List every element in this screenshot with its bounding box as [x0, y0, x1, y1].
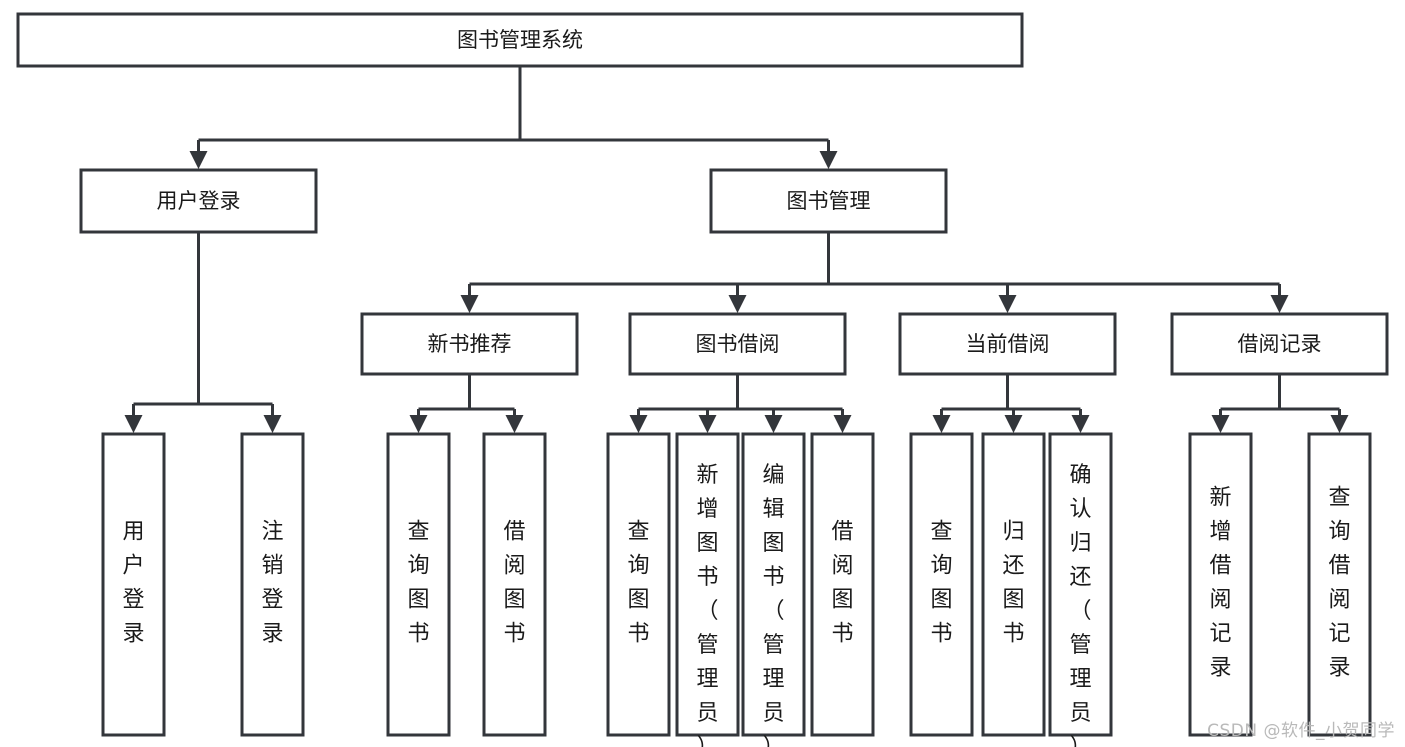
node-leaf-user-login[interactable]: 用户登录 [101, 432, 166, 737]
node-leaf-add-book[interactable]: 新增图书（管理员） [675, 432, 740, 747]
node-label: 归还图书 [1002, 520, 1024, 647]
node-label: 新增图书（管理员） [696, 463, 718, 747]
node-label: 查询图书 [627, 520, 649, 647]
node-layer: 图书管理系统用户登录图书管理新书推荐图书借阅当前借阅借阅记录用户登录注销登录查询… [16, 12, 1389, 747]
node-label: 图书借阅 [696, 332, 780, 356]
node-leaf-query-record[interactable]: 查询借阅记录 [1307, 432, 1372, 737]
connector-group-book-borrow [629, 374, 852, 433]
node-book-manage[interactable]: 图书管理 [709, 168, 948, 234]
node-leaf-query-book-1[interactable]: 查询图书 [386, 432, 451, 737]
node-label: 用户登录 [157, 189, 241, 213]
connector-group-user-login [124, 232, 282, 433]
node-user-login[interactable]: 用户登录 [79, 168, 318, 234]
connector-group-book-manage [460, 232, 1289, 313]
node-leaf-return-book[interactable]: 归还图书 [981, 432, 1046, 737]
node-leaf-confirm-return[interactable]: 确认归还（管理员） [1048, 432, 1113, 747]
node-leaf-logout[interactable]: 注销登录 [240, 432, 305, 737]
node-label: 借阅图书 [503, 520, 525, 647]
node-label: 查询借阅记录 [1328, 486, 1350, 681]
node-book-borrow[interactable]: 图书借阅 [628, 312, 847, 376]
connector-group-borrow-record [1211, 374, 1349, 433]
node-leaf-borrow-book-1[interactable]: 借阅图书 [482, 432, 547, 737]
connector-layer [124, 66, 1349, 433]
node-leaf-query-book-3[interactable]: 查询图书 [909, 432, 974, 737]
node-label: 编辑图书（管理员） [762, 463, 784, 747]
node-label: 图书管理系统 [457, 28, 583, 52]
node-label: 查询图书 [407, 520, 429, 647]
node-current-borrow[interactable]: 当前借阅 [898, 312, 1117, 376]
node-label: 确认归还（管理员） [1069, 463, 1091, 747]
connector-group-current-borrow [932, 374, 1090, 433]
node-new-book-recommend[interactable]: 新书推荐 [360, 312, 579, 376]
node-label: 图书管理 [787, 189, 871, 213]
connector-group-root [189, 66, 838, 169]
node-label: 注销登录 [261, 520, 283, 647]
connector-group-new-book-recommend [409, 374, 524, 433]
node-leaf-borrow-book-2[interactable]: 借阅图书 [810, 432, 875, 737]
node-label: 查询图书 [930, 520, 952, 647]
node-root[interactable]: 图书管理系统 [16, 12, 1024, 68]
node-leaf-query-book-2[interactable]: 查询图书 [606, 432, 671, 737]
node-label: 新书推荐 [428, 332, 512, 356]
node-label: 用户登录 [122, 520, 144, 647]
node-label: 新增借阅记录 [1209, 486, 1231, 681]
node-label: 借阅图书 [831, 520, 853, 647]
node-label: 当前借阅 [966, 332, 1050, 356]
node-leaf-edit-book[interactable]: 编辑图书（管理员） [741, 432, 806, 747]
node-label: 借阅记录 [1238, 332, 1322, 356]
node-borrow-record[interactable]: 借阅记录 [1170, 312, 1389, 376]
node-leaf-add-record[interactable]: 新增借阅记录 [1188, 432, 1253, 737]
